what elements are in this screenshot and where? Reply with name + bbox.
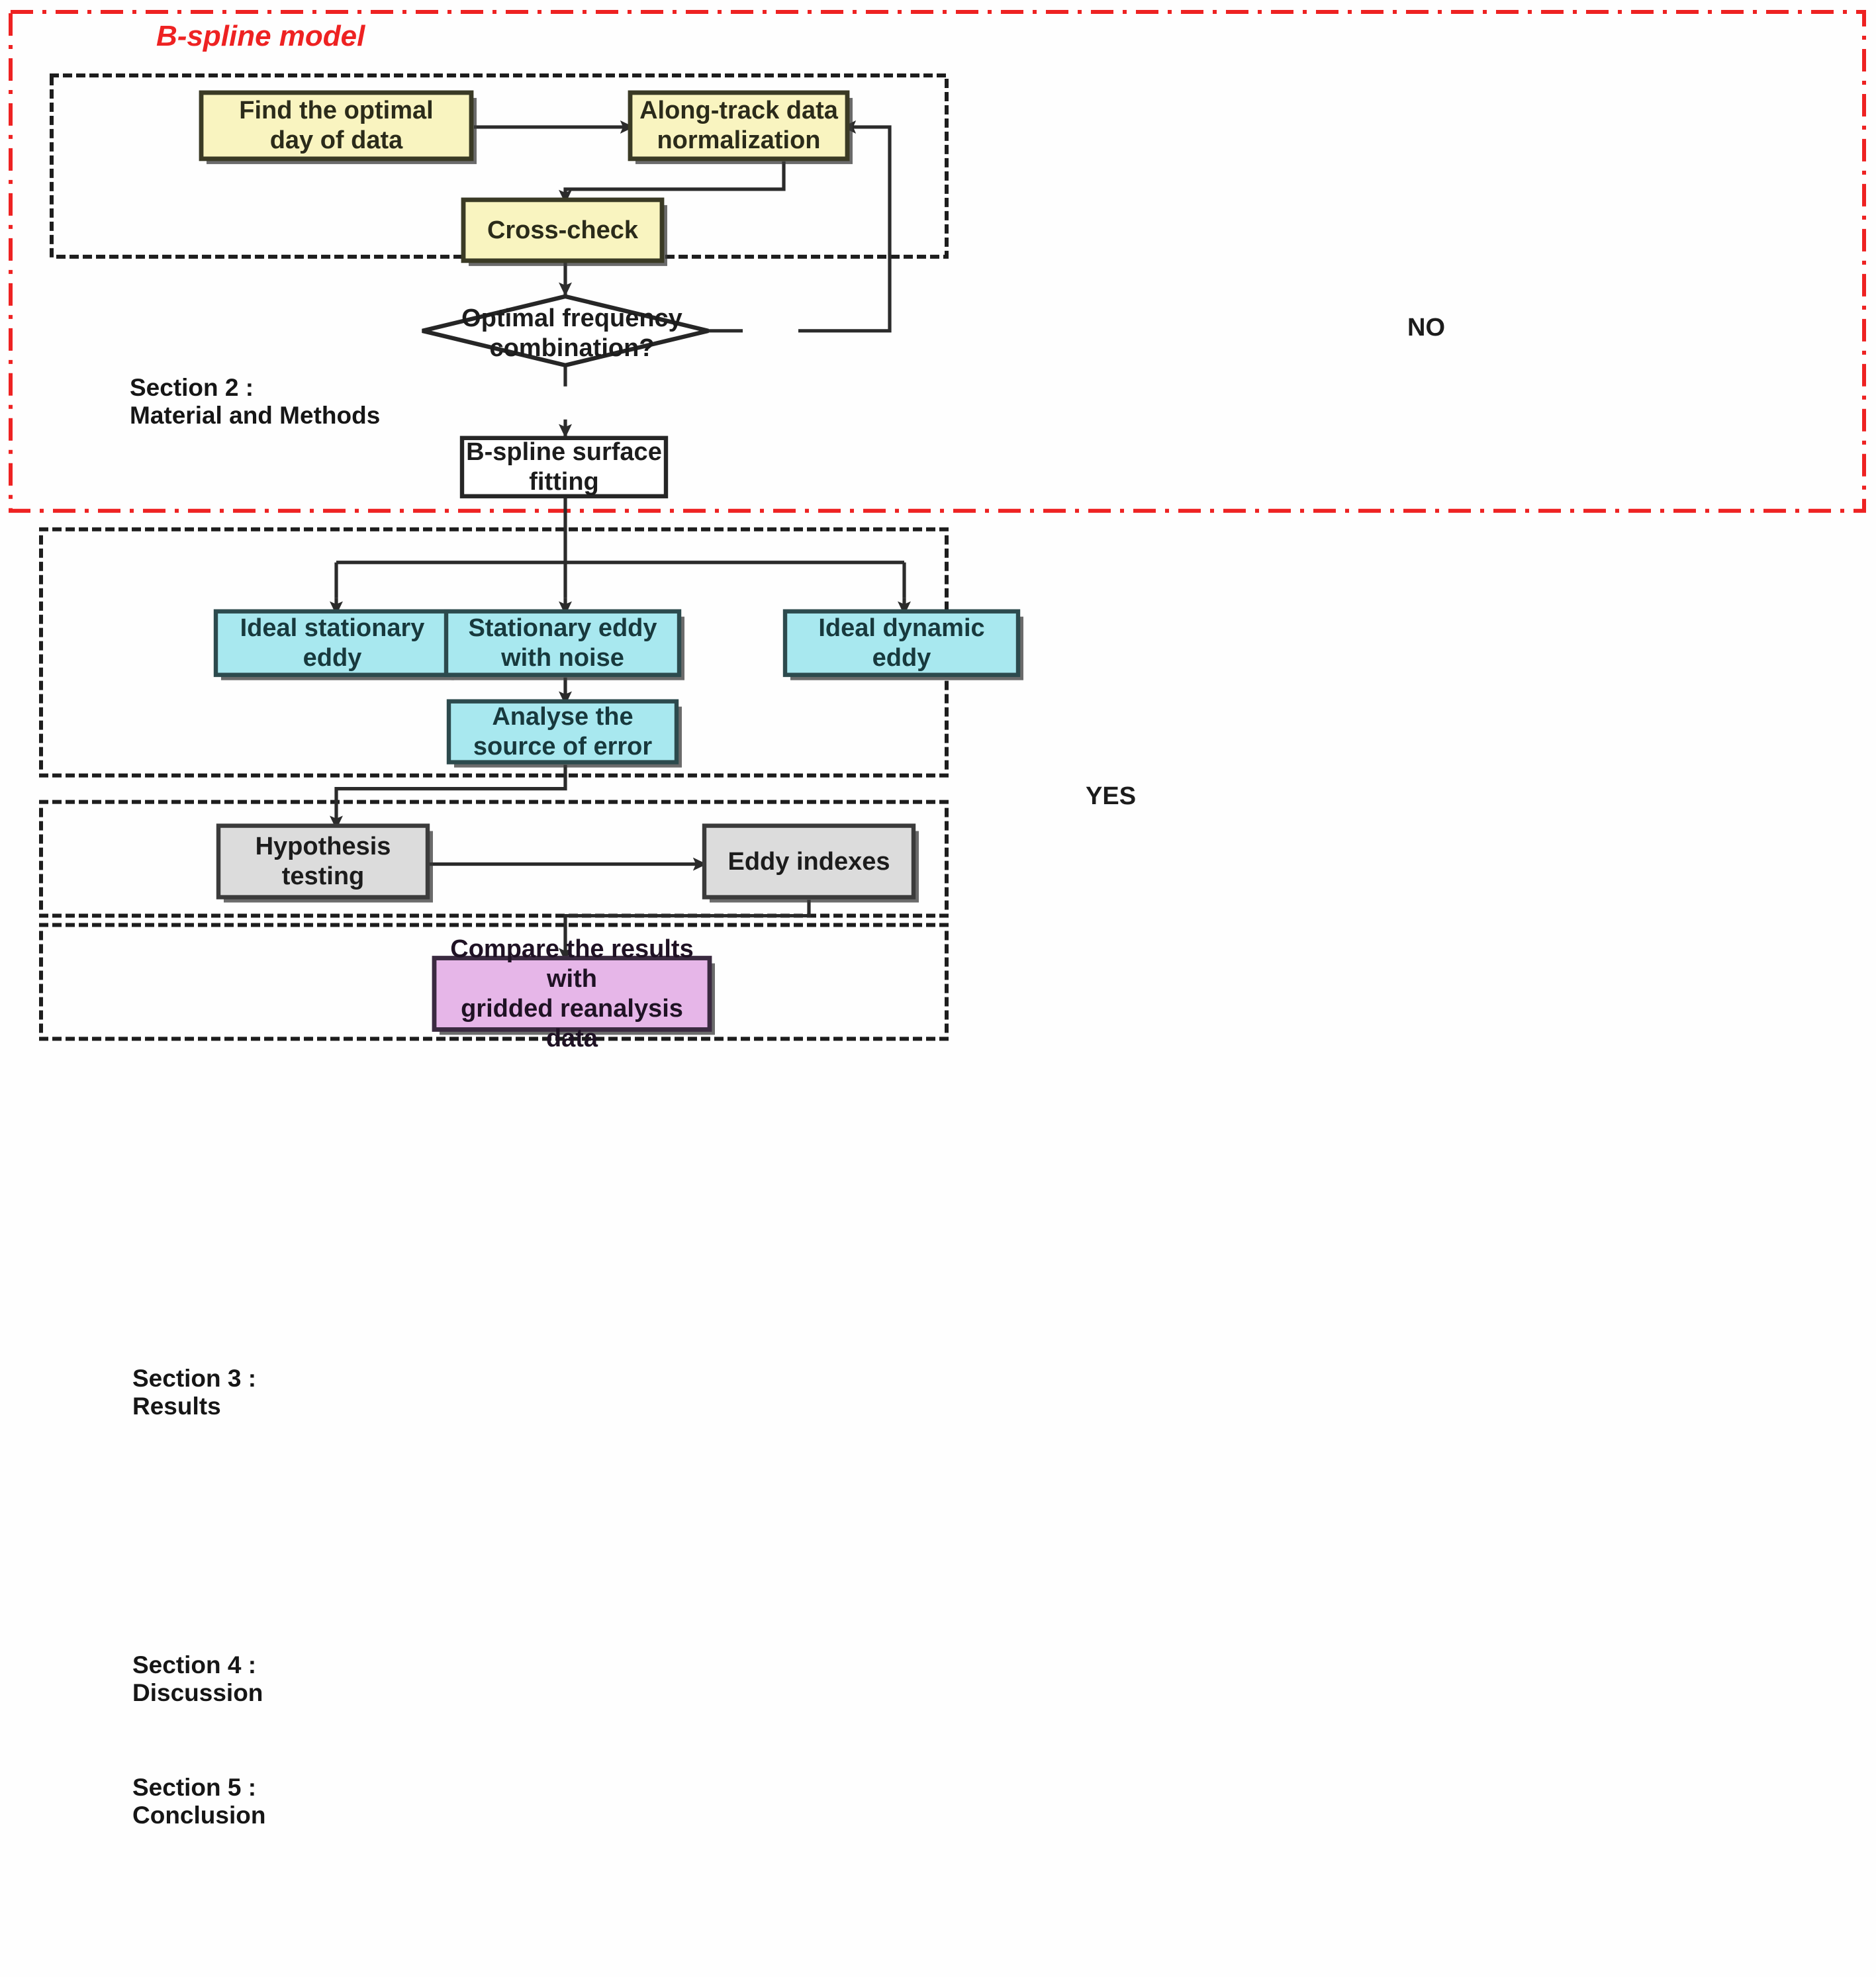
edge-label-no: NO bbox=[1407, 314, 1445, 342]
node-analyse-source-of-error[interactable] bbox=[446, 699, 679, 764]
section-5-border bbox=[39, 923, 949, 1041]
edge-fitting-branch-bus bbox=[334, 493, 906, 598]
node-eddy-indexes[interactable] bbox=[702, 823, 916, 899]
section-5-label: Section 5 : Conclusion bbox=[132, 1774, 266, 1829]
node-bspline-surface-fitting[interactable] bbox=[459, 436, 669, 498]
edge-indexes-to-compare bbox=[559, 899, 811, 962]
node-optimal-frequency-decision[interactable] bbox=[422, 294, 709, 368]
section-2-label: Section 2 : Material and Methods bbox=[130, 374, 381, 429]
edge-decision-no-loop-tail bbox=[798, 120, 892, 333]
bspline-model-group-title: B-spline model bbox=[156, 20, 365, 52]
edge-normalization-to-crosscheck bbox=[559, 161, 786, 204]
node-hypothesis-testing[interactable] bbox=[216, 823, 430, 899]
bspline-model-group-border bbox=[9, 9, 1866, 513]
node-find-optimal-day[interactable] bbox=[199, 90, 474, 161]
node-stationary-eddy-with-noise[interactable] bbox=[444, 609, 682, 677]
node-along-track-normalization[interactable] bbox=[628, 90, 850, 161]
section-4-border bbox=[39, 800, 949, 918]
node-compare-results[interactable] bbox=[432, 956, 712, 1032]
section-4-label: Section 4 : Discussion bbox=[132, 1651, 263, 1706]
node-ideal-dynamic-eddy[interactable] bbox=[782, 609, 1021, 677]
edge-analyse-to-hypothesis bbox=[330, 764, 567, 830]
section-3-label: Section 3 : Results bbox=[132, 1365, 257, 1420]
edge-label-yes: YES bbox=[1086, 782, 1137, 810]
node-ideal-stationary-eddy[interactable] bbox=[213, 609, 451, 677]
section-3-border bbox=[39, 527, 949, 778]
node-cross-check[interactable] bbox=[461, 197, 665, 263]
